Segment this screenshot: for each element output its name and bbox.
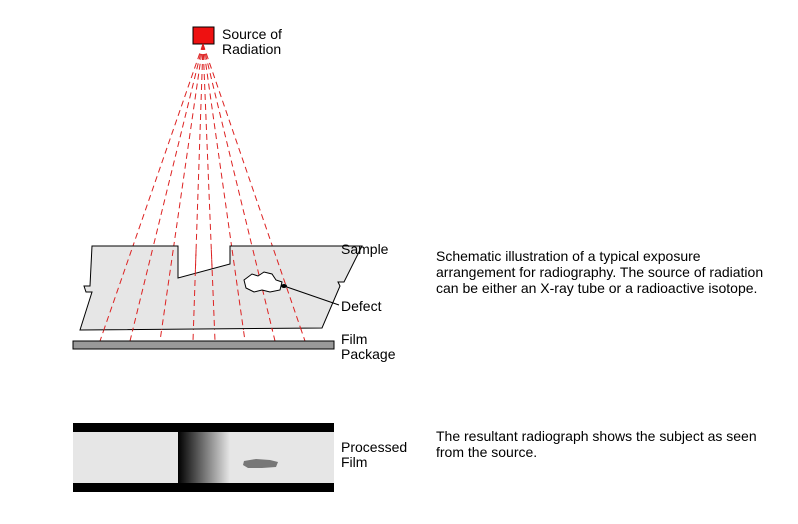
radiation-beam-segment [210,249,216,331]
film-label-line2: Package [341,346,396,362]
processed-film-label-line1: Processed [341,439,407,455]
radiation-source [192,26,215,45]
radiation-beam-segment [161,249,174,331]
film-package [72,340,335,350]
radiation-beam-segment [273,249,302,331]
defect [243,271,283,293]
sample-block [79,245,363,331]
defect-label: Defect [341,298,382,314]
defect-pointer [283,285,340,306]
radiation-beam-segment [192,249,197,331]
processed-film-label-line2: Film [341,454,367,470]
radiation-beam-segment [231,249,244,331]
radiation-beam-segment [103,249,133,331]
processed-film [73,423,334,492]
sample-label: Sample [341,241,389,257]
processed-film-notch-shadow [178,432,230,483]
processed-film-defect-shadow [243,459,278,468]
defect-pointer-dot [281,284,287,288]
radiation-beam-segment [132,249,153,331]
exposure-description: Schematic illustration of a typical expo… [436,248,764,296]
source-label-line2: Radiation [222,41,281,57]
radiograph-description: The resultant radiograph shows the subje… [436,428,757,460]
film-label-line1: Film [341,331,367,347]
source-label-line1: Source of [222,26,282,42]
